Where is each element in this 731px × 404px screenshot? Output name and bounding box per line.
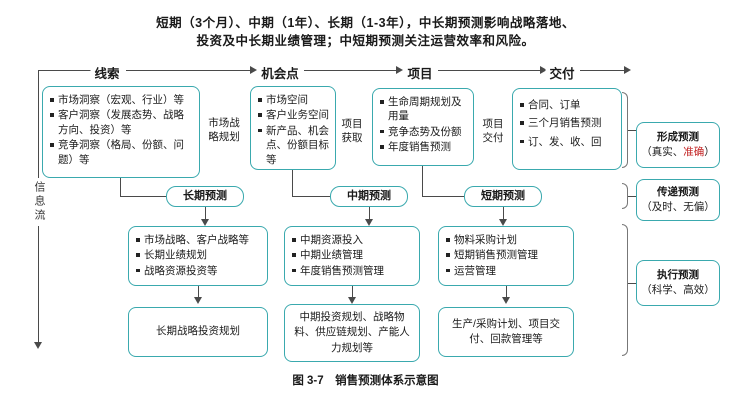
delivery-item: 合同、订单 [519,98,615,112]
connector-line [205,207,206,220]
opportunity-detail-box: 市场空间 客户业务空间 新产品、机会点、份额目标等 [250,86,336,170]
flow-arrow-right-icon [396,66,403,74]
intro-text-line1: 短期（3个月）、中期（1年）、长期（1-3年），中长期预测影响战略落地、 [156,16,575,30]
left-axis-arrow-down-icon [34,342,42,349]
pass-forecast-sub: （及时、无偏） [637,200,719,215]
flow-line-segment [304,70,396,71]
clues-item: 竞争洞察（格局、份额、问题）等 [49,138,193,167]
intro-text-line2: 投资及中长期业绩管理；中短期预测关注运营效率和风险。 [196,34,535,48]
arrow-down-icon [502,297,510,304]
short-term-item: 短期销售预测管理 [445,248,567,262]
project-item: 竞争态势及份额 [379,125,467,139]
long-term-output-box: 长期战略投资规划 [128,307,268,357]
delivery-item: 三个月销售预测 [519,116,615,130]
clues-item: 市场洞察（宏观、行业）等 [49,93,193,107]
short-term-item: 运营管理 [445,264,567,278]
sub-accent-text: 准确 [683,146,705,158]
left-axis-label: 信息流 [31,178,47,226]
header-mid-term-forecast: 中期预测 [330,186,408,207]
stage-label-opportunity: 机会点 [257,63,303,82]
flow-arrow-right-icon [540,66,547,74]
connector-line [503,207,504,220]
flow-line-segment [126,70,250,71]
header-long-term-forecast: 长期预测 [166,186,244,207]
sub-text: （真实、 [641,146,684,158]
short-term-activities-box: 物料采购计划 短期销售预测管理 运营管理 [438,226,574,286]
flow-arrow-right-icon [250,66,257,74]
form-forecast-sub: （真实、准确） [637,145,719,160]
flow-arrow-right-icon [624,66,631,74]
clues-detail-box: 市场洞察（宏观、行业）等 客户洞察（发展态势、战略方向、投资）等 竞争洞察（格局… [42,86,200,178]
stage-label-project: 项目 [403,63,437,82]
short-term-item: 物料采购计划 [445,233,567,247]
arrow-down-icon [201,219,209,226]
arrow-down-icon [499,219,507,226]
long-term-activities-box: 市场战略、客户战略等 长期业绩规划 战略资源投资等 [128,226,268,286]
delivery-item: 订、发、收、回 [519,135,615,149]
mid-term-activities-box: 中期资源投入 中期业绩管理 年度销售预测管理 [284,226,420,286]
connector-line [292,196,330,197]
connector-line [506,286,507,298]
flow-line-segment [38,70,94,71]
form-forecast-title: 形成预测 [657,131,699,144]
connector-line [120,178,121,196]
long-term-item: 战略资源投资等 [135,264,261,278]
delivery-detail-box: 合同、订单 三个月销售预测 订、发、收、回 [512,88,622,170]
arrow-down-icon [194,297,202,304]
flow-line-segment [580,70,624,71]
connector-line [369,207,370,220]
transition-label-project-delivery: 项目交付 [482,118,504,144]
connector-line [628,196,636,197]
connector-line [292,170,293,196]
sub-text: （及时、无偏） [641,201,715,213]
opportunity-item: 新产品、机会点、份额目标等 [257,124,329,167]
arrow-down-icon [348,297,356,304]
clues-item: 客户洞察（发展态势、战略方向、投资）等 [49,108,193,137]
execute-forecast-box: 执行预测 （科学、高效） [636,260,720,306]
connector-line [628,130,636,131]
figure-caption: 图 3-7 销售预测体系示意图 [292,375,439,387]
execute-forecast-title: 执行预测 [657,269,699,282]
connector-line [422,196,464,197]
project-item: 生命周期规划及用量 [379,95,467,124]
arrow-down-icon [365,219,373,226]
project-detail-box: 生命周期规划及用量 竞争态势及份额 年度销售预测 [372,88,474,166]
flow-line-segment [438,70,540,71]
connector-line [198,286,199,298]
pass-forecast-box: 传递预测 （及时、无偏） [636,179,720,221]
sub-text: （科学、高效） [641,284,715,296]
project-item: 年度销售预测 [379,140,467,154]
connector-line [120,196,166,197]
opportunity-item: 市场空间 [257,93,329,107]
mid-term-item: 中期资源投入 [291,233,413,247]
mid-term-item: 中期业绩管理 [291,248,413,262]
pass-forecast-title: 传递预测 [657,186,699,199]
stage-label-delivery: 交付 [545,63,579,82]
form-forecast-box: 形成预测 （真实、准确） [636,122,720,168]
long-term-item: 市场战略、客户战略等 [135,233,261,247]
execute-forecast-sub: （科学、高效） [637,283,719,298]
transition-label-market-strategy: 市场战略规划 [208,117,240,143]
transition-label-project-acquisition: 项目获取 [341,118,363,144]
connector-line [422,166,423,196]
mid-term-output-box: 中期投资规划、战略物料、供应链规划、产能人力规划等 [284,304,420,362]
mid-term-item: 年度销售预测管理 [291,264,413,278]
sub-text: ） [704,146,715,158]
header-short-term-forecast: 短期预测 [464,186,542,207]
bracket-execute-forecast [622,224,628,356]
opportunity-item: 客户业务空间 [257,108,329,122]
connector-line [628,283,636,284]
stage-label-clues: 线索 [90,63,124,82]
short-term-output-box: 生产/采购计划、项目交付、回款管理等 [438,307,574,357]
connector-line [352,286,353,298]
long-term-item: 长期业绩规划 [135,248,261,262]
